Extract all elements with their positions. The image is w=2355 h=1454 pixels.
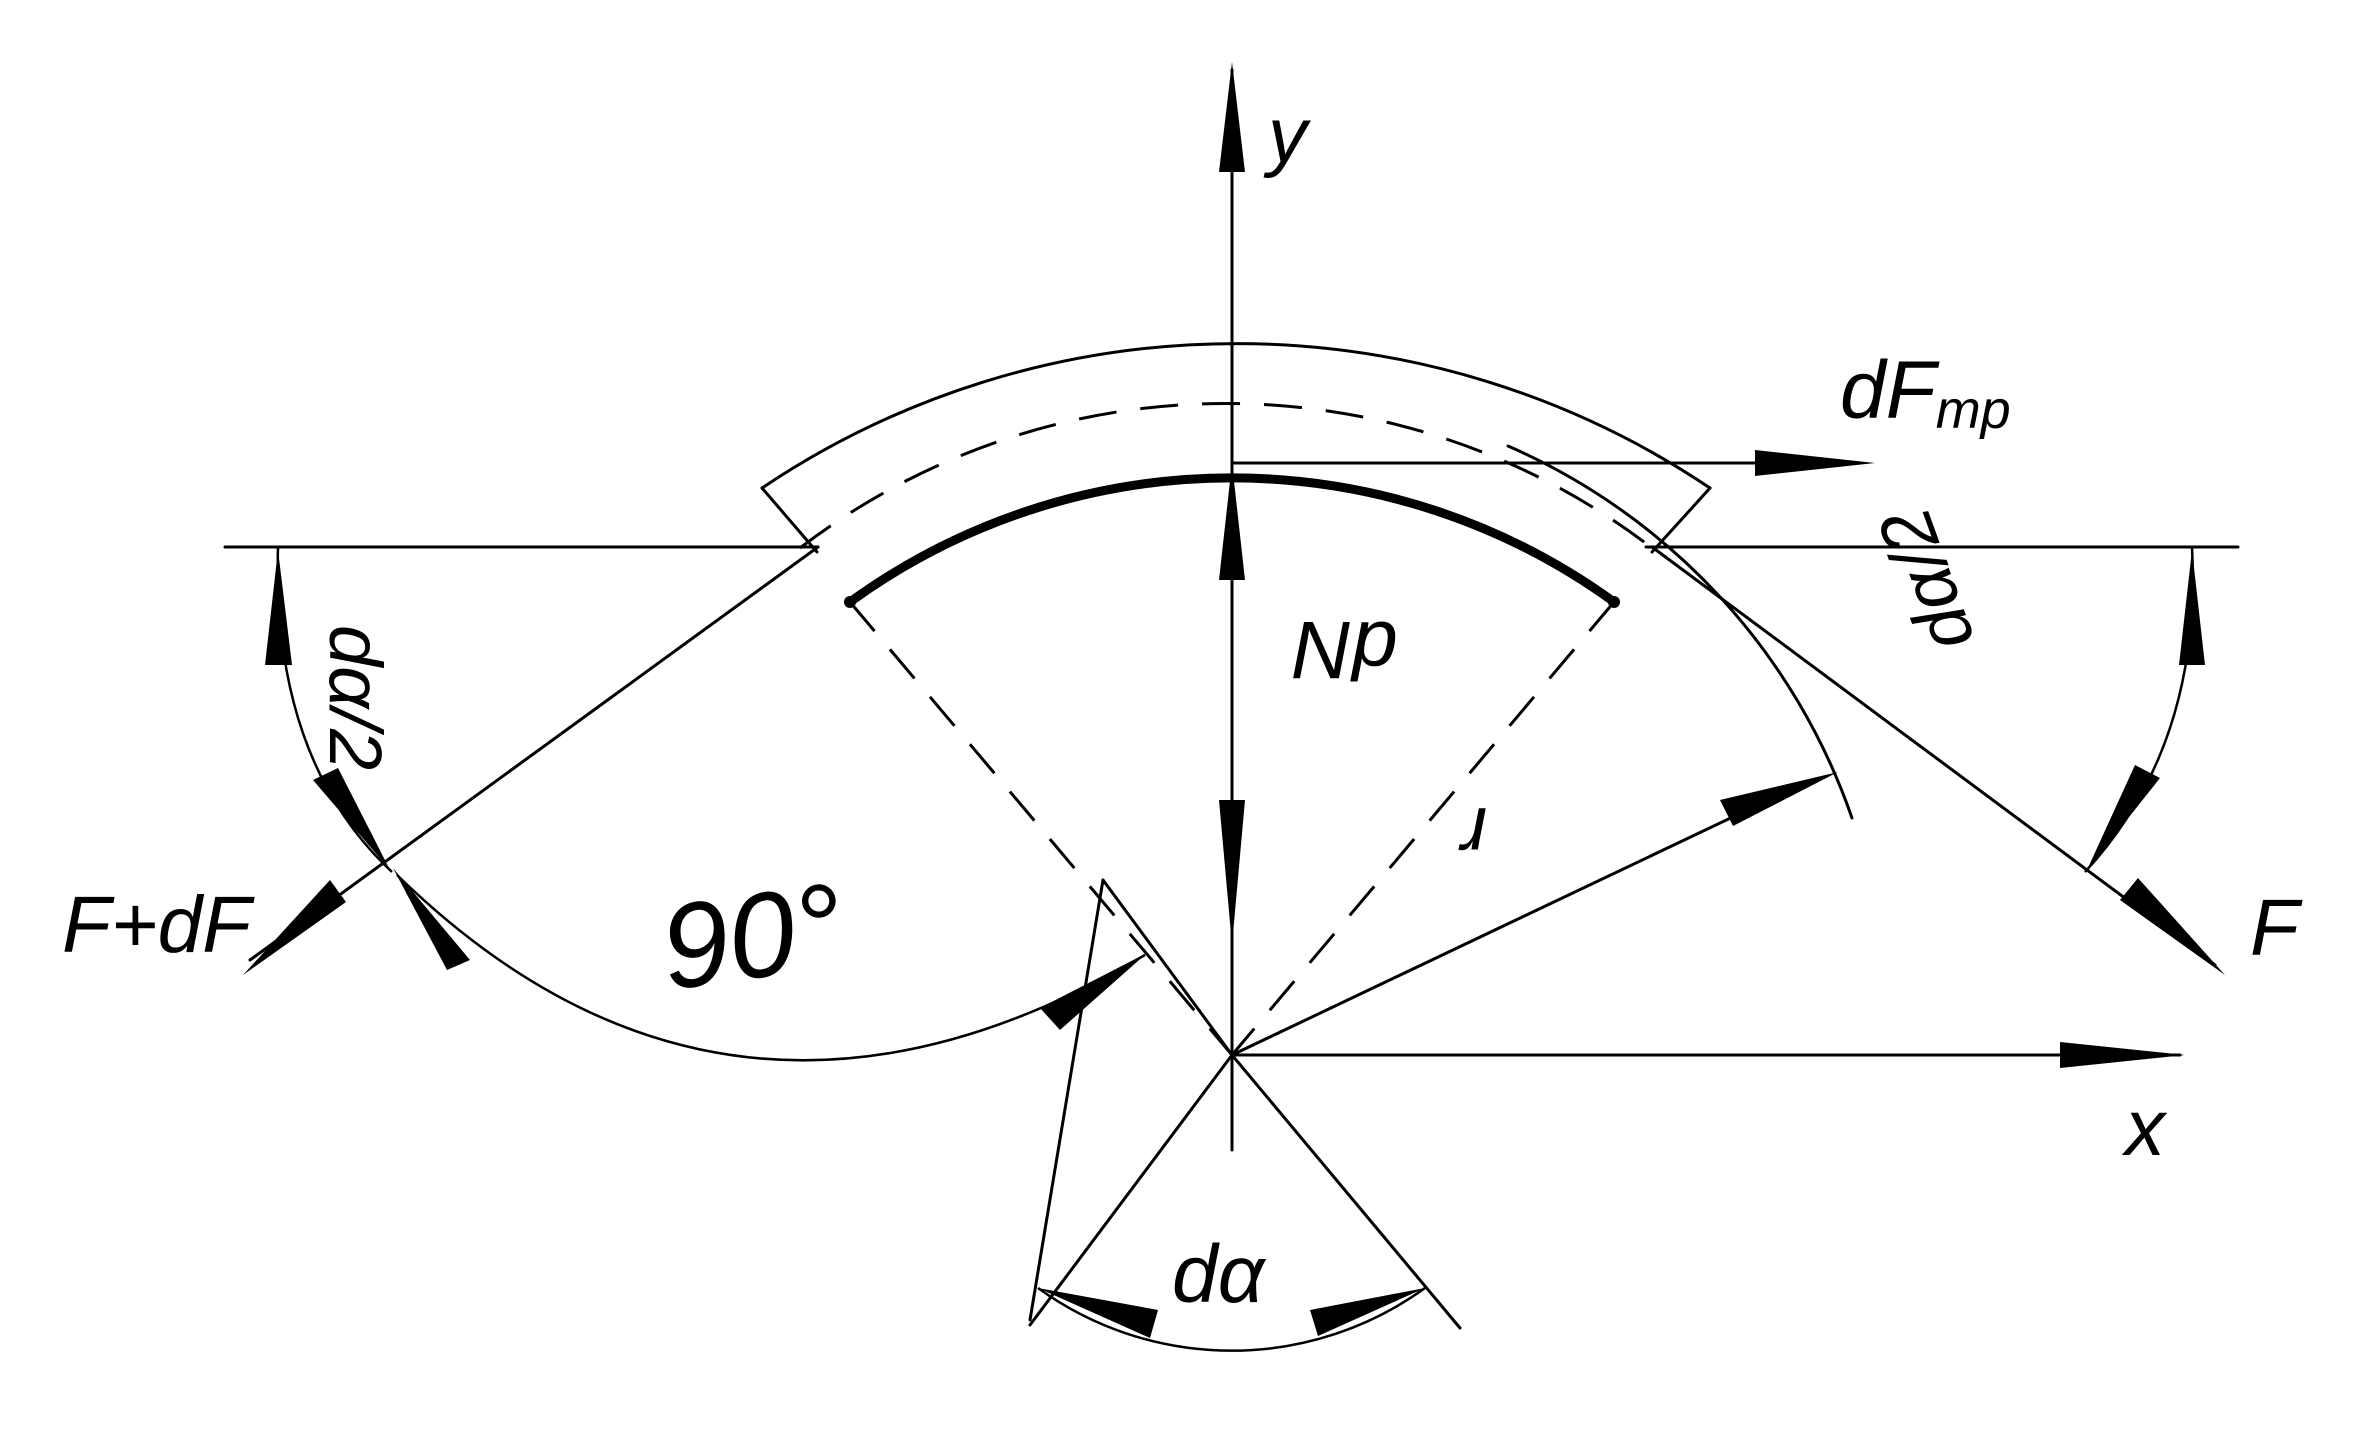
tension-left-vector xyxy=(243,545,820,975)
radius-arrowhead xyxy=(1720,772,1838,826)
radius-vector xyxy=(1230,772,1838,1057)
dalpha-label: dα xyxy=(1172,1229,1267,1320)
friction-label-subscript: mp xyxy=(1936,380,2011,440)
dalpha-ext-right xyxy=(1230,1053,1462,1330)
dalpha-arrow-left xyxy=(1038,1288,1158,1338)
x-axis-label: x xyxy=(2121,1083,2168,1172)
belt-neutral-arc xyxy=(799,401,1653,550)
normal-force-vector xyxy=(1219,463,1245,945)
y-axis xyxy=(1219,62,1245,1152)
normal-arrow-up xyxy=(1219,463,1245,580)
dalpha-arrow-right xyxy=(1310,1288,1425,1336)
friction-arrowhead xyxy=(1755,450,1875,476)
half-angle-left-arrow-down xyxy=(313,768,390,870)
right-angle-arrow-right xyxy=(1040,953,1147,1030)
right-angle-label: 90° xyxy=(653,858,851,1016)
friction-force-vector xyxy=(1230,450,1875,476)
x-axis-arrowhead xyxy=(2060,1042,2185,1068)
half-angle-right-arrow-down xyxy=(2087,765,2160,870)
half-angle-left-label: dα/2 xyxy=(314,625,397,770)
pulley-surface-arc xyxy=(1506,444,1854,820)
tension-left-arrowhead xyxy=(243,880,346,975)
radial-dashed-right xyxy=(1230,601,1616,1056)
radial-dashed-left xyxy=(848,601,1234,1056)
y-axis-label: y xyxy=(1263,91,1311,179)
dalpha-ext-left-upper xyxy=(1028,878,1105,1322)
half-angle-left-dimension xyxy=(265,546,393,873)
normal-arrow-down xyxy=(1219,800,1245,945)
friction-label: dFmp xyxy=(1840,345,2011,440)
normal-force-label: dN xyxy=(1292,604,1398,695)
tension-right-arrowhead xyxy=(2120,878,2225,975)
half-angle-right-dimension xyxy=(2084,546,2205,873)
tension-right-label: F xyxy=(2250,883,2303,972)
half-angle-right-arrow-up xyxy=(2179,550,2205,665)
half-angle-right-label: dα/2 xyxy=(1862,498,1990,663)
y-axis-arrowhead xyxy=(1219,62,1245,172)
friction-label-base: dF xyxy=(1840,345,1940,436)
tension-right-vector xyxy=(1650,545,2225,975)
right-angle-arrow-left xyxy=(393,868,470,970)
half-angle-left-arrow-up xyxy=(265,550,292,665)
right-angle-dimension xyxy=(393,868,1147,1062)
x-axis xyxy=(1230,1042,2185,1068)
tension-left-label: F+dF xyxy=(62,880,255,969)
dalpha-dimension xyxy=(1037,1286,1426,1352)
radius-label: r xyxy=(1458,791,1487,879)
dalpha-ext-left xyxy=(1028,1053,1234,1327)
